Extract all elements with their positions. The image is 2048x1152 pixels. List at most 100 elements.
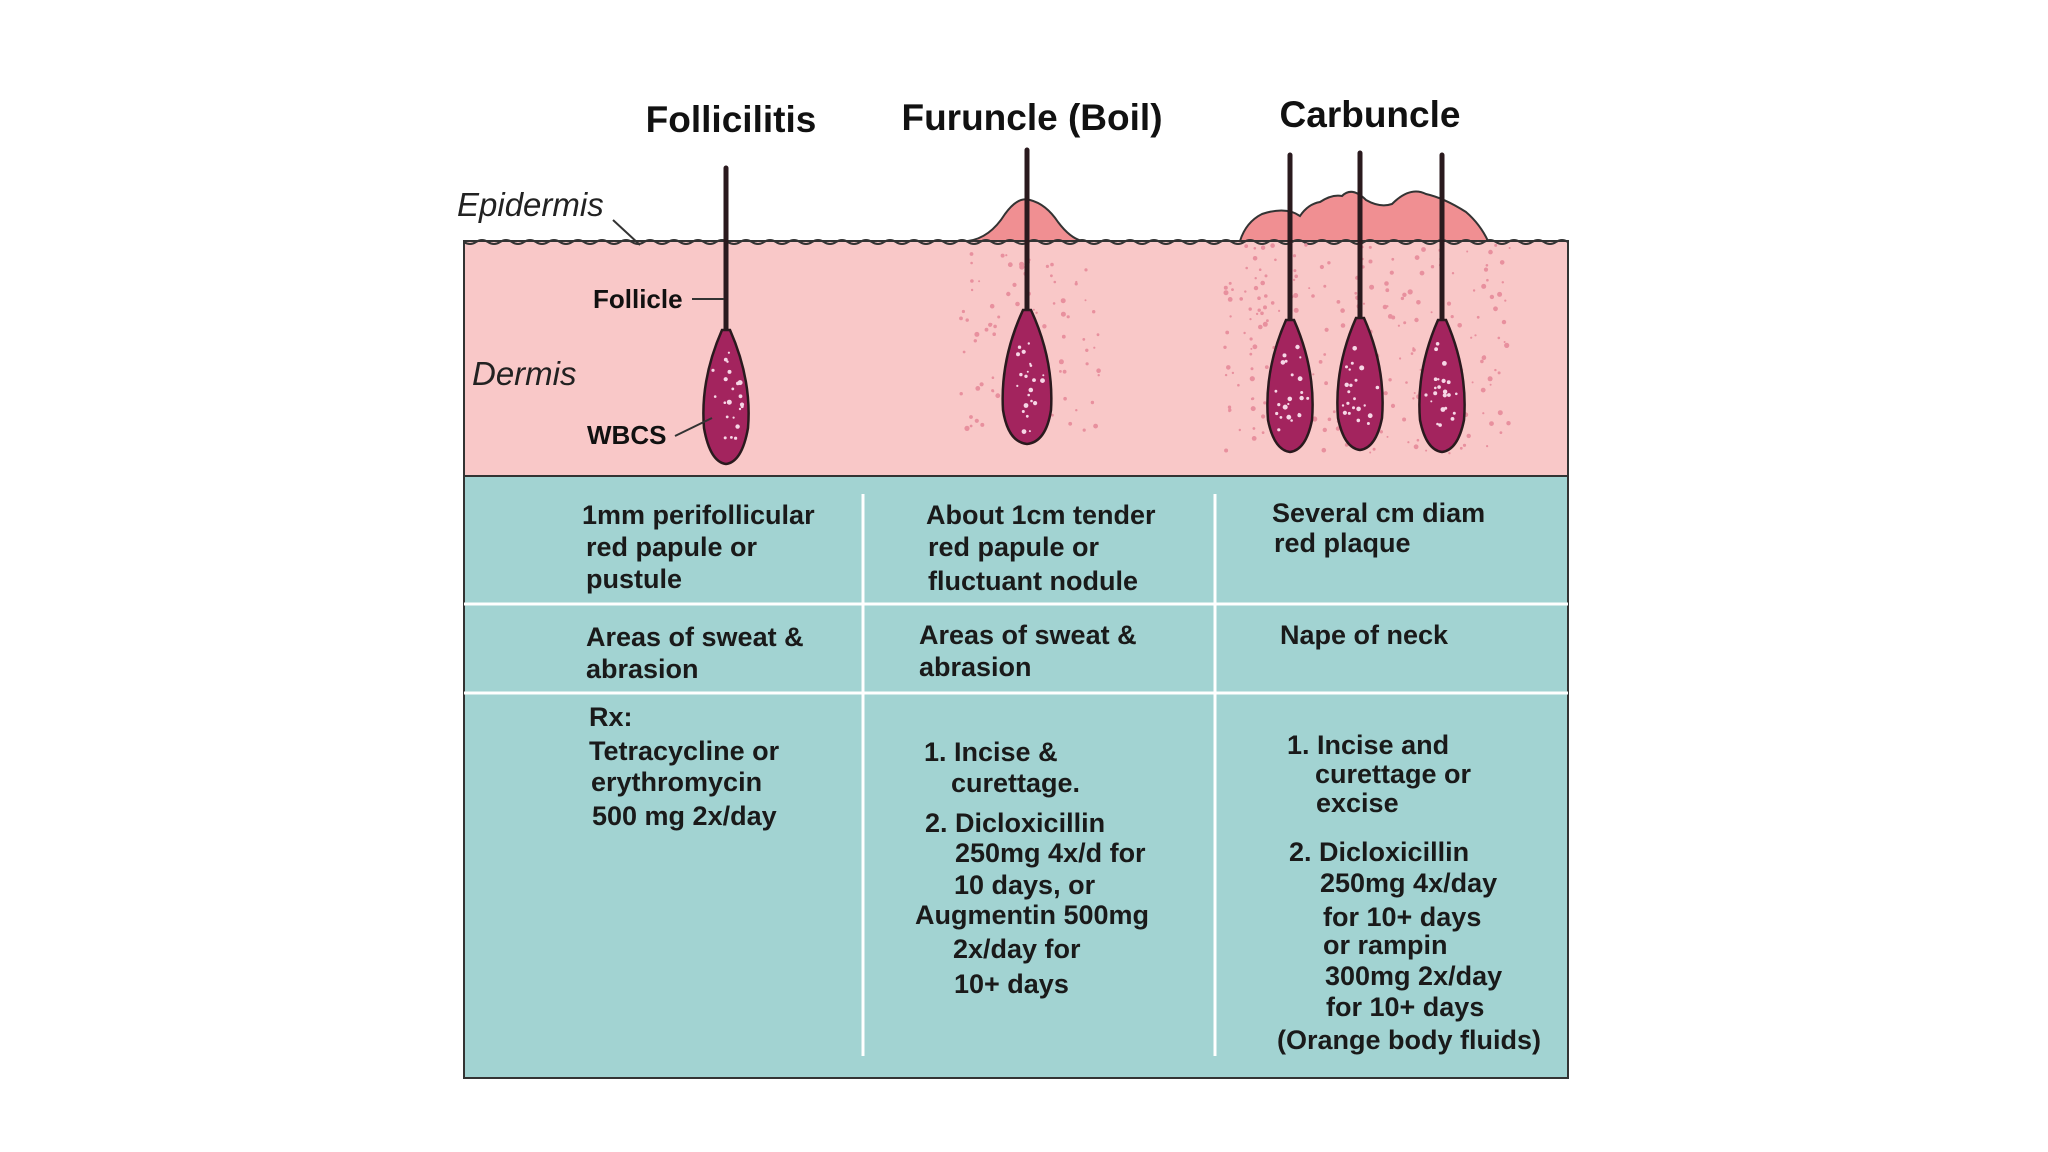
pus-dot bbox=[1021, 349, 1026, 354]
location-cell-follicilitis: Areas of sweat & abrasion bbox=[586, 622, 811, 684]
location-cell-furuncle: Areas of sweat & abrasion bbox=[919, 620, 1144, 682]
inflammation-dot bbox=[1405, 381, 1408, 384]
inflammation-dot bbox=[1270, 243, 1275, 248]
inflammation-dot bbox=[1227, 297, 1233, 302]
inflammation-dot bbox=[1462, 443, 1467, 447]
pus-dot bbox=[1029, 364, 1033, 367]
inflammation-dot bbox=[970, 288, 974, 292]
inflammation-dot bbox=[1059, 370, 1062, 373]
epidermis-line bbox=[463, 239, 1569, 245]
inflammation-dot bbox=[1062, 369, 1067, 374]
inflammation-dot bbox=[1292, 278, 1296, 282]
inflammation-dot bbox=[1493, 306, 1498, 312]
pus-dot bbox=[1030, 399, 1033, 403]
inflammation-dot bbox=[1251, 436, 1257, 441]
pus-dot bbox=[1347, 390, 1351, 394]
inflammation-dot bbox=[1480, 359, 1484, 364]
inflammation-dot bbox=[974, 331, 980, 337]
inflammation-dot bbox=[1085, 362, 1089, 366]
inflammation-dot bbox=[1248, 307, 1252, 311]
inflammation-dot bbox=[1383, 391, 1388, 396]
inflammation-dot bbox=[1228, 410, 1231, 413]
pus-dot bbox=[1354, 378, 1358, 382]
inflammation-dot bbox=[1012, 282, 1017, 287]
inflammation-dot bbox=[1278, 309, 1281, 312]
pus-dot bbox=[723, 436, 727, 440]
inflammation-dot bbox=[1261, 414, 1266, 419]
inflammation-dot bbox=[1084, 299, 1087, 302]
inflammation-dot bbox=[1292, 254, 1297, 258]
pus-dot bbox=[1016, 352, 1020, 357]
pus-dot bbox=[1433, 391, 1438, 396]
inflammation-dot bbox=[1385, 288, 1390, 293]
pus-dot bbox=[1442, 361, 1447, 366]
inflammation-dot bbox=[1323, 353, 1327, 356]
inflammation-dot bbox=[1262, 321, 1268, 327]
pus-dot bbox=[1282, 353, 1287, 358]
inflammation-dot bbox=[995, 393, 1001, 399]
inflammation-dot bbox=[1258, 324, 1263, 330]
pus-dot bbox=[1286, 414, 1292, 420]
inflammation-dot bbox=[1412, 397, 1415, 400]
inflammation-dot bbox=[1252, 255, 1258, 261]
inflammation-dot bbox=[1504, 299, 1507, 302]
inflammation-dot bbox=[1097, 374, 1100, 377]
pus-dot bbox=[1349, 383, 1353, 387]
inflammation-dot bbox=[984, 327, 989, 332]
inflammation-dot bbox=[1425, 449, 1428, 452]
inflammation-dot bbox=[1252, 427, 1256, 430]
inflammation-dot bbox=[1322, 427, 1328, 433]
inflammation-dot bbox=[1407, 289, 1413, 295]
inflammation-dot bbox=[992, 332, 996, 337]
inflammation-dot bbox=[1386, 435, 1389, 438]
inflammation-dot bbox=[1485, 264, 1489, 267]
inflammation-dot bbox=[1249, 352, 1253, 356]
pus-dots bbox=[711, 342, 1458, 440]
inflammation-dot bbox=[979, 382, 984, 387]
inflammation-dot bbox=[989, 303, 995, 309]
inflammation-dot bbox=[1368, 245, 1372, 249]
inflammation-dot bbox=[1000, 253, 1005, 258]
inflammation-dot bbox=[1019, 261, 1025, 267]
inflammation-dot bbox=[1481, 355, 1487, 361]
inflammation-dot bbox=[974, 418, 979, 423]
inflammation-dot bbox=[1354, 291, 1358, 295]
inflammation-dot bbox=[1482, 412, 1485, 415]
inflammation-dot bbox=[1260, 245, 1266, 250]
pus-dot bbox=[1440, 407, 1446, 412]
inflammation-dot bbox=[1410, 352, 1414, 355]
location-cell-carbuncle: Nape of neck bbox=[1280, 620, 1449, 650]
pus-dot bbox=[723, 377, 728, 382]
inflammation-dot bbox=[1068, 421, 1073, 426]
pus-dot bbox=[1023, 403, 1029, 408]
inflammation-dot bbox=[1051, 413, 1054, 417]
inflammation-dot bbox=[965, 318, 969, 322]
inflammation-dot bbox=[1497, 291, 1503, 297]
inflammation-dot bbox=[1369, 451, 1372, 454]
inflammation-dot bbox=[1471, 381, 1474, 384]
inflammation-dot bbox=[1400, 296, 1405, 301]
inflammation-dot bbox=[1249, 318, 1252, 321]
pus-dot bbox=[726, 360, 729, 363]
inflammation-dot bbox=[980, 422, 985, 427]
inflammation-dot bbox=[1481, 283, 1487, 289]
inflammation-dot bbox=[1264, 274, 1268, 278]
inflammation-dot bbox=[1293, 269, 1297, 273]
inflammation-dot bbox=[1332, 410, 1336, 414]
inflammation-dot bbox=[1231, 288, 1234, 291]
inflammation-dot bbox=[1324, 327, 1329, 332]
inflammation-dot bbox=[1253, 285, 1259, 291]
inflammation-dot bbox=[1082, 338, 1086, 341]
pus-dot bbox=[1356, 418, 1361, 423]
pus-dot bbox=[1441, 378, 1446, 383]
inflammation-dot bbox=[1007, 262, 1013, 268]
pus-dot bbox=[1352, 346, 1357, 351]
pus-dot bbox=[1299, 356, 1302, 359]
inflammation-dot bbox=[1075, 409, 1078, 412]
inflammation-dot bbox=[1327, 261, 1331, 265]
pus-dot bbox=[1446, 380, 1451, 385]
pus-dot bbox=[1277, 403, 1281, 407]
pus-dot bbox=[1347, 411, 1351, 415]
inflammation-dot bbox=[1270, 301, 1275, 305]
inflammation-dot bbox=[1379, 430, 1384, 434]
